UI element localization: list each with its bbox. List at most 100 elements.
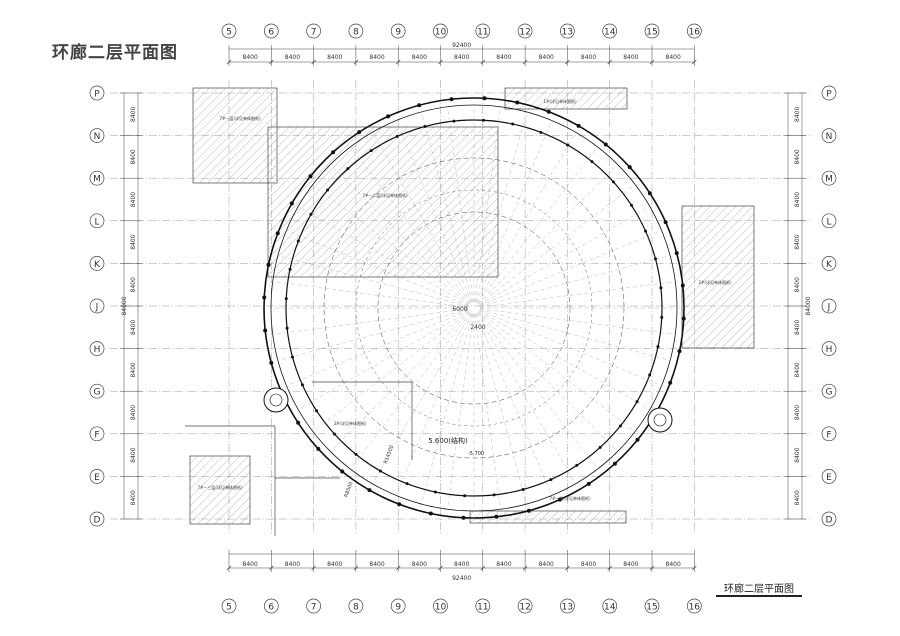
dim-label: 8400 xyxy=(794,234,801,249)
dim-label: 8400 xyxy=(666,54,681,61)
dim-tick xyxy=(269,565,274,571)
radial-line xyxy=(298,206,469,306)
dim-tick xyxy=(480,565,486,571)
dim-label: 8400 xyxy=(539,54,554,61)
axis-bubble xyxy=(602,23,618,39)
dim-label: 8400 xyxy=(130,192,137,207)
axis-bubble xyxy=(89,341,105,356)
column-dot xyxy=(635,400,639,404)
radial-line xyxy=(312,311,470,432)
axis-label: 15 xyxy=(646,603,657,613)
column-dot xyxy=(511,122,515,126)
column-dot xyxy=(557,497,562,502)
radial-line xyxy=(421,313,473,505)
axis-bubble xyxy=(821,469,837,484)
radial-line xyxy=(447,106,474,303)
column-dot xyxy=(481,118,485,122)
axis-label: 12 xyxy=(519,28,530,38)
column-dot xyxy=(285,326,289,330)
axis-label: 9 xyxy=(395,603,401,613)
radial-line xyxy=(476,132,576,303)
dim-tick xyxy=(480,59,486,65)
column-dot xyxy=(575,463,579,467)
caption-underline xyxy=(716,595,802,597)
column-dot xyxy=(644,229,648,233)
dim-label: 8400 xyxy=(285,54,300,61)
axis-label: 8 xyxy=(353,603,359,613)
axis-bubble xyxy=(644,23,660,39)
column-dot xyxy=(598,445,602,449)
axis-label: 13 xyxy=(562,603,573,613)
dim-label: 8400 xyxy=(130,149,137,164)
column-dot xyxy=(269,360,274,365)
column-dot xyxy=(275,231,280,236)
radial-line xyxy=(477,312,598,470)
dim-label: 8400 xyxy=(130,277,137,292)
dim-tick xyxy=(607,59,612,65)
axis-bubble xyxy=(517,23,533,39)
column-dot xyxy=(288,267,292,271)
radial-line xyxy=(286,230,469,306)
axis-label: L xyxy=(826,217,831,227)
radial-line xyxy=(478,311,636,432)
radial-line xyxy=(476,120,552,303)
axis-bubble xyxy=(821,85,837,101)
axis-label: M xyxy=(825,175,833,185)
column-dot xyxy=(680,283,685,288)
axis-bubble xyxy=(644,598,660,614)
axis-bubble xyxy=(89,469,105,484)
column-dot xyxy=(660,315,664,319)
column-dot xyxy=(315,409,319,413)
axis-label: 16 xyxy=(689,28,701,38)
column-dot xyxy=(611,180,615,184)
radial-line xyxy=(396,313,472,496)
hatched-zone xyxy=(681,205,755,349)
axis-label: J xyxy=(95,303,99,313)
dim-tick xyxy=(438,565,443,571)
dim-label: 8400 xyxy=(496,561,511,568)
column-dot xyxy=(612,461,617,466)
column-dot xyxy=(461,515,466,520)
dim-tick xyxy=(226,565,232,571)
dim-label: 8400 xyxy=(454,54,469,61)
axis-label: N xyxy=(94,132,101,142)
column-dot xyxy=(482,96,487,101)
dim-label: 8400 xyxy=(581,54,596,61)
radial-line xyxy=(396,120,472,303)
zone-label: 2#(详见单体图纸) xyxy=(698,279,731,285)
column-dot xyxy=(449,97,454,102)
dim-label: 8400 xyxy=(130,319,137,334)
axis-label: 5 xyxy=(226,603,232,613)
axis-label: D xyxy=(826,516,833,526)
axis-bubble xyxy=(89,85,105,101)
dim-label: 8400 xyxy=(130,490,137,505)
radial-line xyxy=(478,184,636,305)
column-dot xyxy=(546,109,551,114)
axis-bubble xyxy=(263,23,279,39)
axis-bubble xyxy=(433,23,448,39)
column-dot xyxy=(635,437,640,442)
axis-label: N xyxy=(826,132,833,142)
ramp-label: R8500 xyxy=(343,481,354,498)
drawing-caption: 环廊二层平面图 xyxy=(724,584,794,595)
dim-label: 8400 xyxy=(794,149,801,164)
axis-bubble xyxy=(821,256,837,271)
column-dot xyxy=(340,469,345,474)
hatched-zone xyxy=(189,455,251,525)
axis-label: F xyxy=(94,430,99,440)
zone-label: 1#(详见单体图纸) xyxy=(543,98,576,104)
column-dot xyxy=(316,446,321,451)
axis-bubble xyxy=(821,426,837,442)
axis-bubble xyxy=(221,598,237,614)
axis-label: 9 xyxy=(395,28,401,38)
axis-label: 13 xyxy=(562,28,573,38)
column-dot xyxy=(284,297,288,301)
level-label: 5.600(结构) xyxy=(428,436,468,445)
axis-label: P xyxy=(826,90,832,100)
column-dot xyxy=(296,239,300,243)
column-dot xyxy=(395,134,399,138)
column-dot xyxy=(378,469,382,473)
axis-bubble xyxy=(686,23,702,39)
radial-line xyxy=(475,111,527,303)
dim-label: 8400 xyxy=(412,561,427,568)
